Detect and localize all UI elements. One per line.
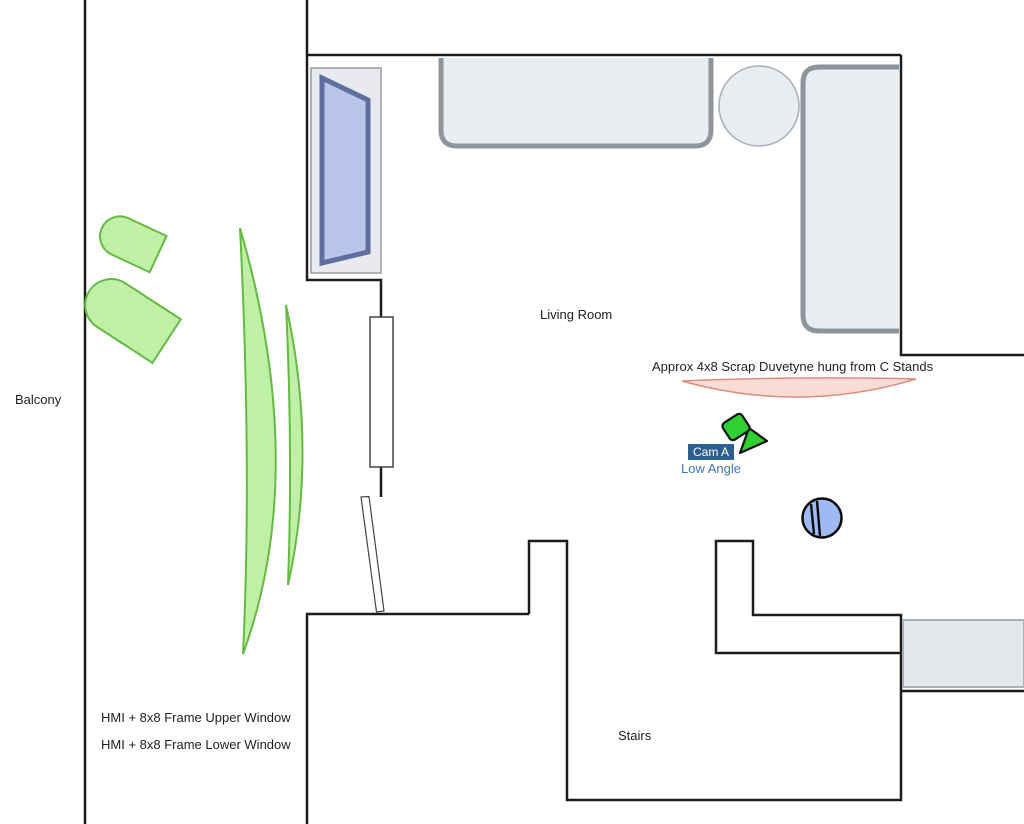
hmi-light-icon-lower — [84, 278, 183, 365]
stairs-label: Stairs — [618, 728, 652, 743]
hmi-upper-note: HMI + 8x8 Frame Upper Window — [101, 710, 291, 725]
low-angle-caption: Low Angle — [681, 461, 741, 476]
window-glass — [319, 74, 371, 267]
duvetyne-flag-icon — [681, 377, 917, 398]
right-wing-bench — [902, 619, 1024, 688]
balcony-label: Balcony — [15, 392, 62, 407]
stool-icon — [801, 497, 843, 539]
sofa-horizontal — [438, 58, 714, 149]
living-room-label: Living Room — [540, 307, 613, 322]
stool-detail-lines — [809, 500, 822, 537]
lower-left-wall — [305, 612, 529, 824]
camera-icon — [721, 412, 769, 455]
duvetyne-note: Approx 4x8 Scrap Duvetyne hung from C St… — [652, 359, 934, 374]
diffusion-frame-icon-large — [239, 227, 277, 655]
sofa-vertical — [800, 64, 899, 334]
hmi-lower-note: HMI + 8x8 Frame Lower Window — [101, 737, 291, 752]
lower-window-pane — [369, 316, 394, 468]
diffusion-frame-icon-small — [285, 304, 304, 586]
round-side-table — [718, 65, 800, 147]
door-leaf — [360, 495, 385, 613]
hmi-light-icon-upper — [99, 215, 168, 274]
stool-seat — [801, 497, 843, 539]
living-room-upper-left-wall — [305, 0, 383, 317]
cam-a-badge: Cam A — [688, 444, 735, 460]
stairs-walls — [527, 539, 903, 802]
camera-lens-wedge — [738, 426, 769, 455]
living-room-right-wall — [899, 55, 1024, 357]
camera-body — [721, 412, 751, 442]
